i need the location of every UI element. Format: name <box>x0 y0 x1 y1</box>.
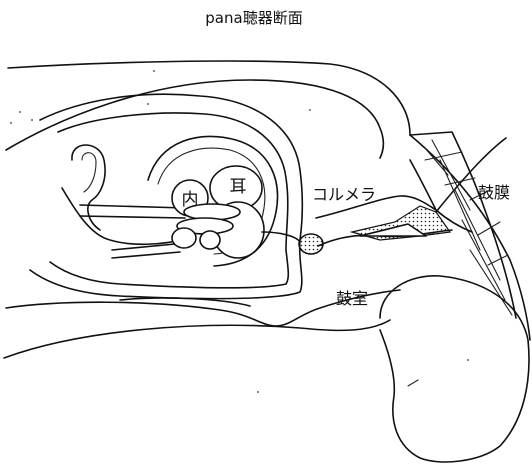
label-tympanum: 鼓膜 <box>478 183 510 202</box>
canal-lower <box>111 243 181 259</box>
canal-horizontal <box>79 204 186 219</box>
jaw-lobe <box>379 275 530 463</box>
stapes-footplate <box>298 233 324 255</box>
jaw-tick <box>407 379 419 387</box>
tympanum-inner-edge <box>409 159 437 211</box>
canal-left-tube <box>61 187 191 246</box>
body-contour-mid <box>119 297 251 307</box>
label-ear: 耳 <box>230 177 247 197</box>
extracolumella <box>435 137 507 213</box>
tympanum-hatch <box>424 139 513 316</box>
labyrinth-outer <box>29 93 304 300</box>
columella-wedge <box>359 223 427 237</box>
labyrinth-inner <box>49 112 290 289</box>
label-tympanic-cavity: 鼓室 <box>336 289 368 308</box>
skull-wall-right <box>409 134 531 341</box>
papilla-a <box>171 227 197 249</box>
label-inner: 内 <box>182 190 199 210</box>
canal-left-loop <box>71 144 106 231</box>
speckles <box>10 70 469 393</box>
papilla-b <box>199 230 221 250</box>
palate-lower <box>3 319 391 359</box>
diagram-title: pana聴器断面 <box>205 9 302 27</box>
ear-sac-connector <box>261 231 301 243</box>
skull-inner-curve <box>5 79 385 159</box>
tympanum-outline <box>409 131 517 319</box>
skull-outline <box>7 60 411 136</box>
canal-left-loop-inner <box>81 152 97 193</box>
body-contour-lower <box>5 289 401 327</box>
label-columella: コルメラ <box>312 185 376 204</box>
columella-rod <box>315 195 473 233</box>
